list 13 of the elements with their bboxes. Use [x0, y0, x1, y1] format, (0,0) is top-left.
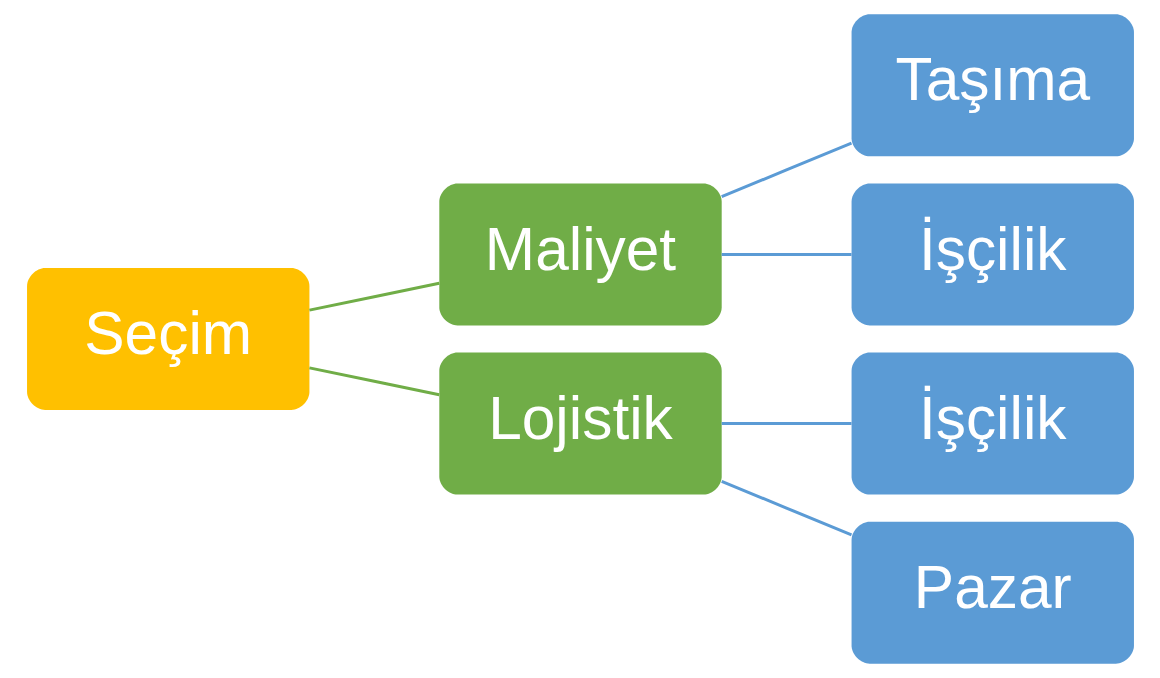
node-box: İşçilik	[851, 183, 1134, 326]
node-box: Seçim	[26, 268, 309, 410]
node-box: Lojistik	[438, 352, 722, 495]
connector	[720, 141, 852, 199]
node-box: Pazar	[851, 521, 1134, 664]
node-box: Taşıma	[851, 14, 1134, 157]
node-box: Maliyet	[438, 183, 722, 326]
connector	[720, 479, 852, 537]
node-box: İşçilik	[851, 352, 1134, 495]
connector	[308, 281, 440, 312]
connector	[308, 366, 440, 397]
connector	[721, 252, 851, 256]
connector	[721, 422, 851, 426]
